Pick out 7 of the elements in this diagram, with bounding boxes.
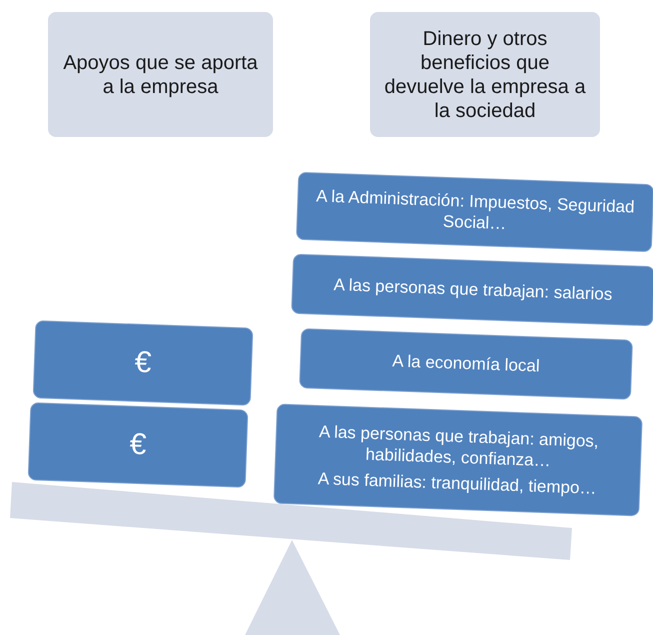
benefit-box: A la economía local bbox=[299, 328, 633, 400]
euro-box: € bbox=[32, 320, 254, 406]
benefit-box: A las personas que trabajan: salarios bbox=[291, 254, 653, 326]
benefit-box: A la Administración: Impuestos, Seguridad Social… bbox=[296, 172, 653, 252]
heading-box: Dinero y otros beneficios que devuelve la empresa a la sociedad bbox=[370, 12, 600, 137]
heading-box: Apoyos que se aporta a la empresa bbox=[48, 12, 273, 137]
euro-box: € bbox=[28, 402, 248, 488]
